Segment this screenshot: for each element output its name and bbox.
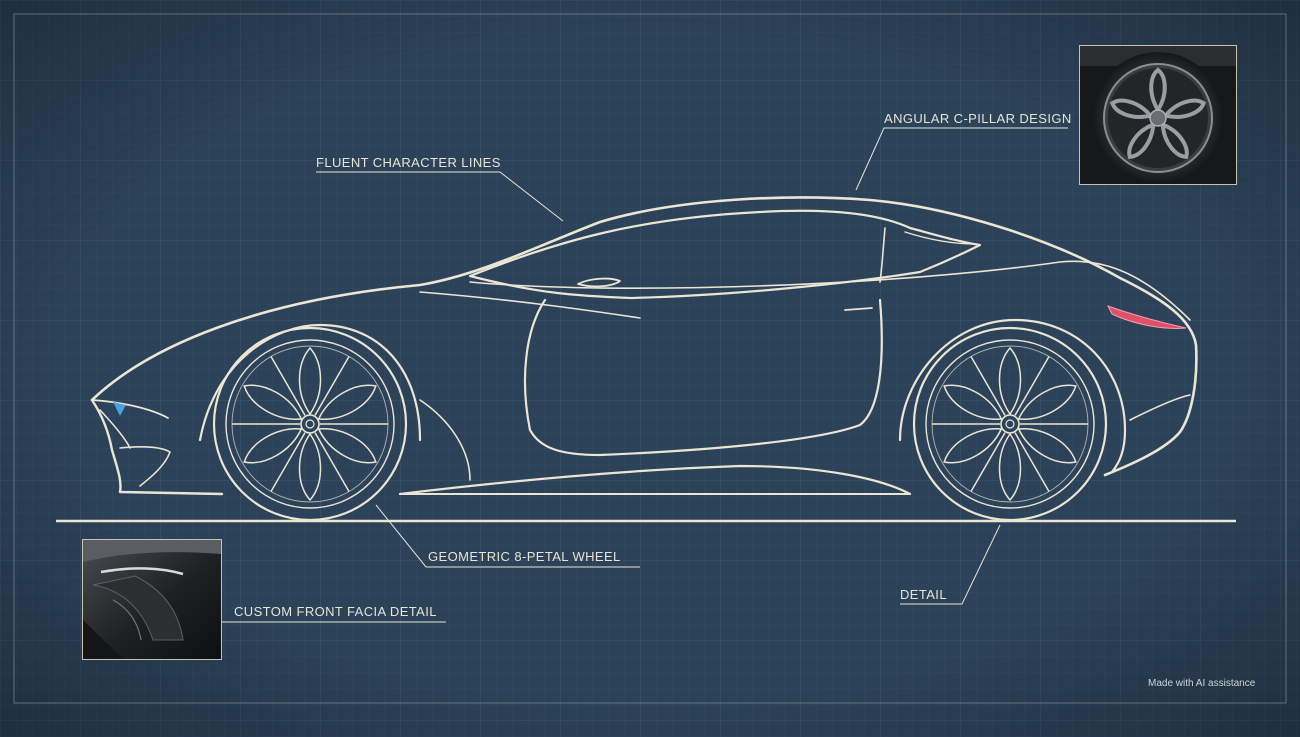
callout-lines bbox=[222, 127, 1068, 623]
blueprint-frame bbox=[13, 13, 1287, 704]
callout-detail: DETAIL bbox=[900, 587, 947, 602]
callout-fluent-character-lines: FLUENT CHARACTER LINES bbox=[316, 155, 501, 170]
wheel-photo bbox=[1080, 46, 1236, 184]
wheel-detail-inset bbox=[1079, 45, 1237, 185]
front-facia-photo bbox=[83, 540, 221, 659]
taillight bbox=[1106, 305, 1187, 329]
headlight bbox=[113, 402, 126, 416]
front-facia-inset bbox=[82, 539, 222, 660]
callout-angular-c-pillar: ANGULAR C-PILLAR DESIGN bbox=[884, 111, 1072, 126]
callout-front-facia: CUSTOM FRONT FACIA DETAIL bbox=[234, 604, 437, 619]
ai-credit-text: Made with AI assistance bbox=[1148, 678, 1256, 689]
callout-geometric-wheel: GEOMETRIC 8-PETAL WHEEL bbox=[428, 549, 621, 564]
